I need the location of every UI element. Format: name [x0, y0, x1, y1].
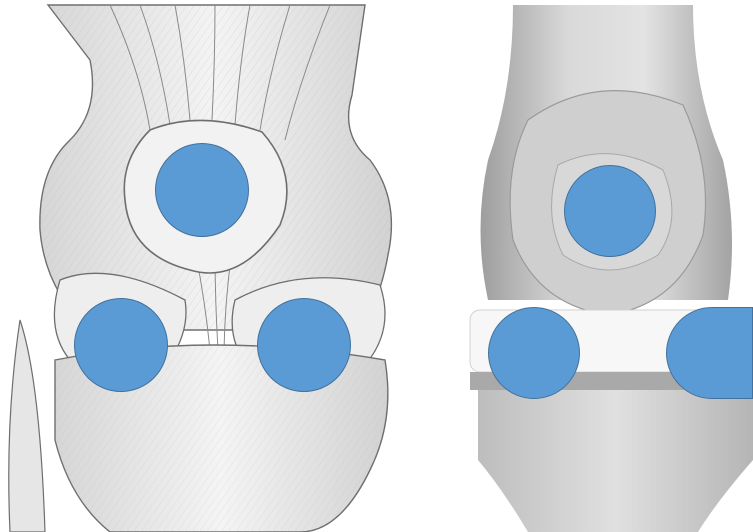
tibia-render [478, 390, 753, 532]
anatomical-knee-sketch [0, 0, 440, 532]
marker-circle [257, 298, 351, 392]
marker-circle [155, 143, 249, 237]
marker-circle [74, 298, 168, 392]
marker-circle [564, 165, 656, 257]
knee-anatomy-drawing [0, 0, 440, 532]
knee-implant-render [458, 0, 753, 532]
marker-circle [488, 307, 580, 399]
marker-circle [666, 307, 753, 399]
fibula-shape [9, 320, 45, 532]
knee-prosthesis-render [458, 0, 753, 532]
